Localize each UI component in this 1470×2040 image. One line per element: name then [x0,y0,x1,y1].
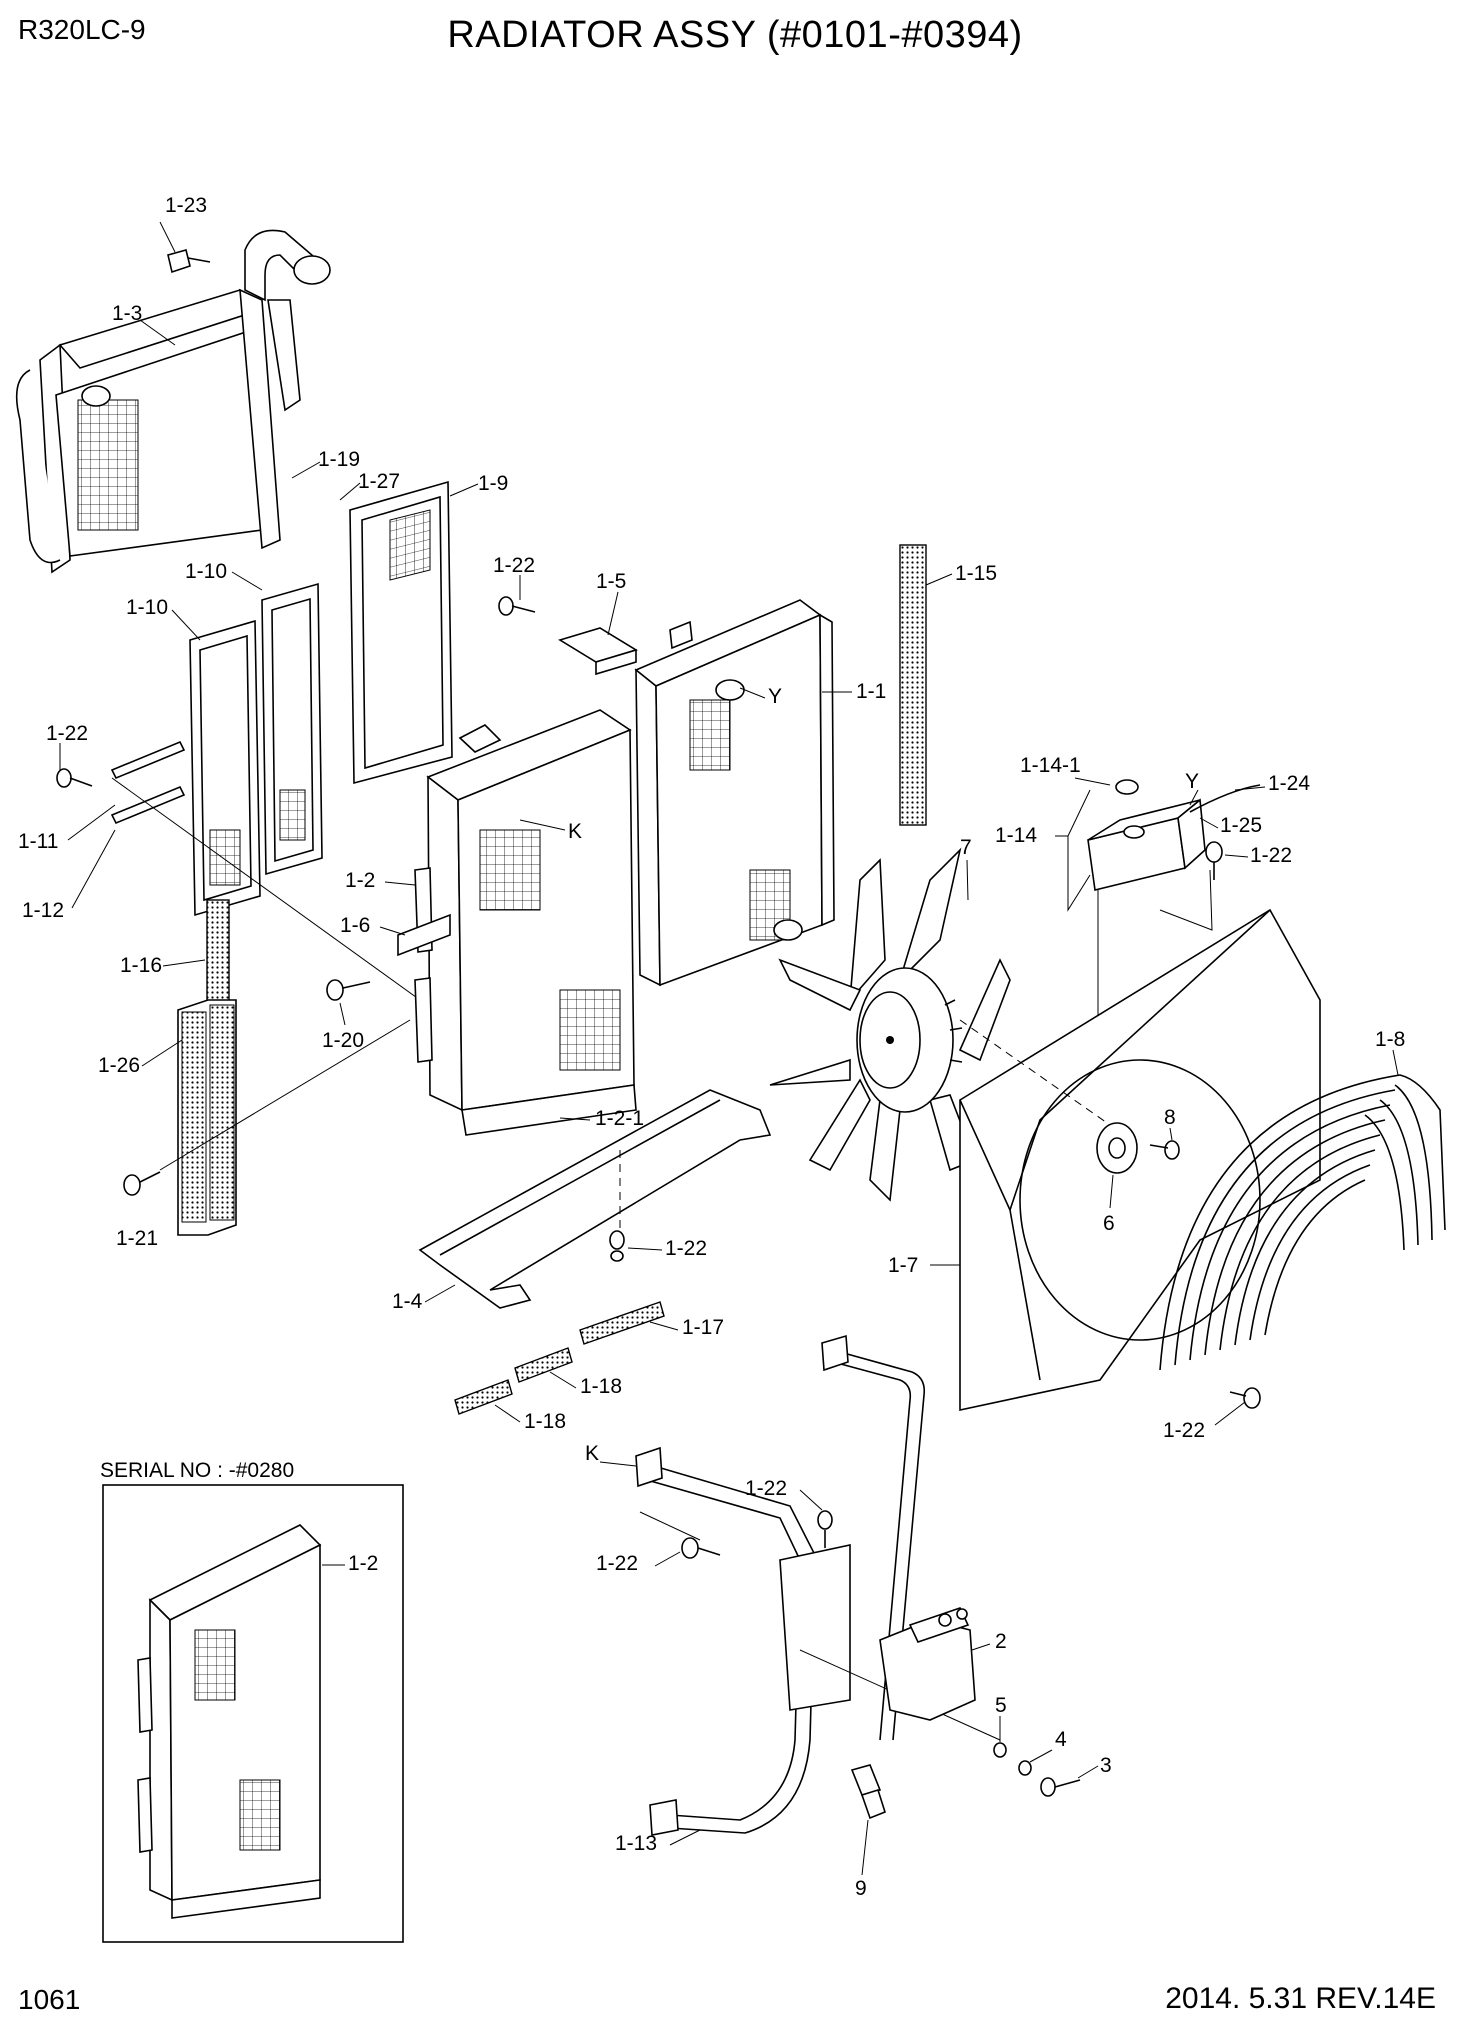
callout-1-27: 1-27 [358,470,400,493]
seal-1-15 [899,544,927,826]
bolt-1-21 [123,1019,411,1196]
callout-1-10b: 1-10 [126,596,168,619]
page-title: RADIATOR ASSY (#0101-#0394) [447,14,1023,56]
inset-label-1-2: 1-2 [348,1552,378,1575]
inset-panel [102,1484,404,1943]
callout-1-13: 1-13 [615,1832,657,1855]
callout-1-22f: 1-22 [745,1477,787,1500]
screen-1-9 [349,480,453,785]
radiator-1-1 [634,599,835,987]
fan-guard-1-8 [1159,1074,1446,1371]
callout-1-4: 1-4 [392,1290,423,1313]
callout-1-22a: 1-22 [493,554,535,577]
callout-1-12: 1-12 [22,899,64,922]
callout-1-10a: 1-10 [185,560,227,583]
callout-4: 4 [1055,1728,1067,1751]
callout-1-22b: 1-22 [46,722,88,745]
rubber-1-17 [579,1301,665,1345]
callout-1-2: 1-2 [345,869,375,892]
callout-1-17: 1-17 [682,1316,724,1339]
callout-1-26: 1-26 [98,1054,140,1077]
rubber-1-18a [514,1347,573,1383]
screen-1-10-left [189,619,261,917]
bracket-1-13 [635,1334,1001,1836]
callout-2: 2 [995,1630,1007,1653]
callout-5: 5 [995,1694,1007,1717]
callout-1-20: 1-20 [322,1029,364,1052]
callout-1-15: 1-15 [955,562,997,585]
reserve-tank-1-14 [1087,779,1261,1110]
leader-lines [59,319,1399,1876]
washer-4 [1018,1760,1032,1776]
callout-1-2-1: 1-2-1 [595,1107,644,1130]
radiator-1-2 [414,709,637,1136]
callout-1-14-1: 1-14-1 [1020,754,1081,777]
callout-1-23: 1-23 [165,194,207,217]
sensor-9 [850,1764,886,1820]
bolt-1-22-left [56,768,93,788]
callout-1-9: 1-9 [478,472,508,495]
washer-5 [993,1742,1007,1758]
callout-K2: K [585,1442,599,1465]
bolt-1-22-upper [498,596,536,616]
callout-1-6: 1-6 [340,914,370,937]
callout-1-19: 1-19 [318,448,360,471]
callout-1-22e: 1-22 [665,1237,707,1260]
bracket-1-6 [397,913,451,957]
callout-6: 6 [1103,1212,1115,1235]
callout-3: 3 [1100,1754,1112,1777]
bolt-8 [1149,1140,1180,1160]
callout-1-22g: 1-22 [596,1552,638,1575]
callout-1-14: 1-14 [995,824,1037,847]
seal-1-26 [177,999,237,1236]
callout-1-16: 1-16 [120,954,162,977]
bolt-1-22-guard [1229,1387,1261,1409]
brackets-1-11-1-12 [110,740,421,1001]
revision-stamp: 2014. 5.31 REV.14E [1165,1982,1436,2015]
callout-9: 9 [855,1877,867,1900]
callout-7: 7 [960,836,972,859]
bolt-3 [1040,1777,1081,1797]
bolt-1-20 [326,979,371,1001]
callout-1-22d: 1-22 [1163,1419,1205,1442]
callout-1-18b: 1-18 [524,1410,566,1433]
inset-caption: SERIAL NO : -#0280 [100,1459,294,1482]
bolt-1-23 [159,221,211,274]
callout-1-24: 1-24 [1268,772,1310,795]
callout-1-22c: 1-22 [1250,844,1292,867]
callout-1-21: 1-21 [116,1227,158,1250]
callout-1-25: 1-25 [1220,814,1262,837]
bolt-1-22-frame [609,1150,625,1262]
callout-8: 8 [1164,1106,1176,1129]
bolt-1-22-bracket-b [681,1537,721,1559]
callout-1-7: 1-7 [888,1254,918,1277]
callout-1-1: 1-1 [856,680,886,703]
shroud-1-7 [959,908,1321,1411]
callout-1-18a: 1-18 [580,1375,622,1398]
callout-1-8: 1-8 [1375,1028,1405,1051]
callout-Y2: Y [1185,770,1199,793]
callout-K1: K [568,820,582,843]
fan-motor-2 [879,1607,976,1721]
page-number: 1061 [18,1984,81,2015]
intercooler-1-3 [15,229,331,574]
bolt-1-22-tank [1205,841,1223,880]
callout-Y1: Y [768,685,782,708]
bracket-1-5 [558,627,638,676]
screen-1-10-right [261,582,323,876]
model-label: R320LC-9 [18,14,146,45]
support-frame-1-4 [418,1089,772,1309]
callout-1-3: 1-3 [112,302,142,325]
callout-1-11: 1-11 [18,830,58,853]
seal-1-16 [206,899,230,1006]
callout-1-5: 1-5 [596,570,626,593]
bolt-1-22-bracket-a [817,1510,833,1548]
rubber-1-18b [454,1379,513,1415]
fan-adapter-6 [1096,1122,1138,1174]
